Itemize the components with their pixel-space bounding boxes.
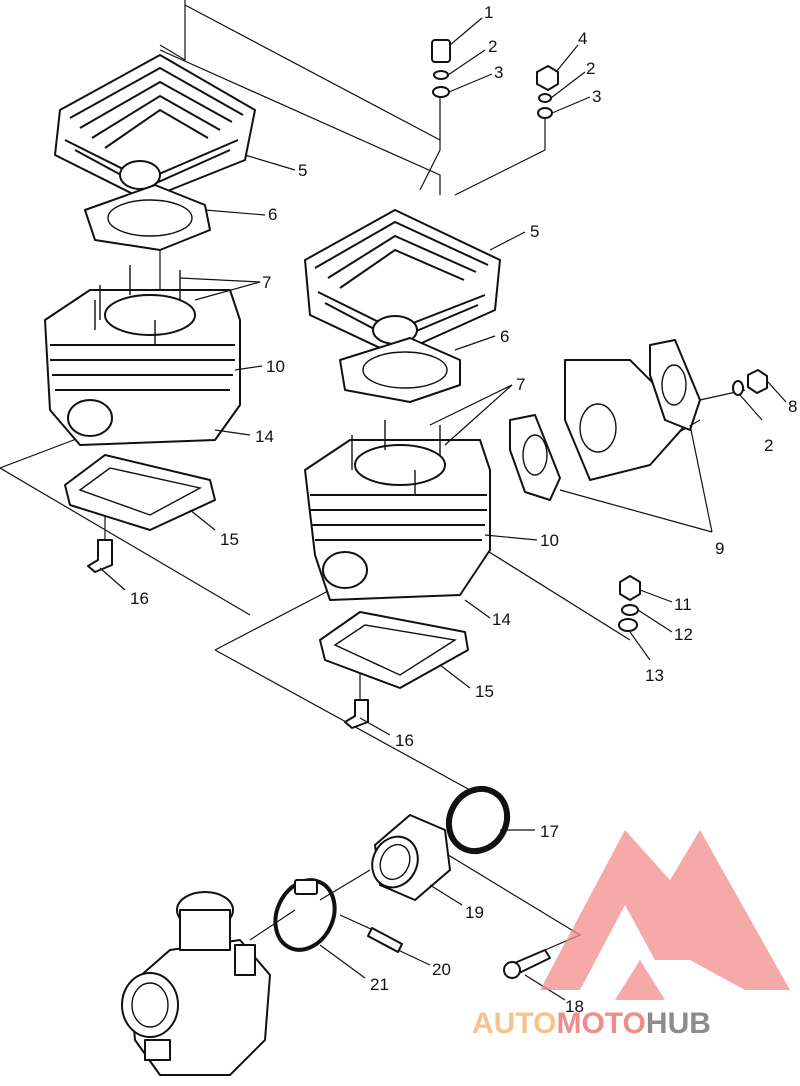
callout-3: 3 <box>494 63 503 82</box>
cylinder-head-rear <box>54 54 256 201</box>
callout-14: 14 <box>255 427 274 446</box>
callout-18: 18 <box>565 997 584 1016</box>
callout-16: 16 <box>395 731 414 750</box>
o-ring <box>445 785 511 855</box>
callout-13: 13 <box>645 666 664 685</box>
callout-21: 21 <box>370 975 389 994</box>
callout-14: 14 <box>492 610 511 629</box>
bolt <box>503 949 551 979</box>
base-gasket-rear <box>64 454 216 531</box>
head-gasket-front <box>339 337 461 403</box>
callout-2: 2 <box>488 37 497 56</box>
hose-clamp <box>273 878 337 952</box>
callout-7: 7 <box>262 273 271 292</box>
watermark-part3: HUB <box>646 1007 711 1040</box>
callout-19: 19 <box>465 903 484 922</box>
watermark-part1: AUTO <box>472 1007 556 1040</box>
callout-20: 20 <box>432 960 451 979</box>
callout-15: 15 <box>220 530 239 549</box>
fitting-front <box>344 699 369 729</box>
callout-2: 2 <box>586 59 595 78</box>
fitting-rear <box>87 539 113 573</box>
carburetor <box>121 891 271 1076</box>
nut-washers-d <box>618 575 641 632</box>
callout-6: 6 <box>500 327 509 346</box>
svg-text:AUTOMOTOHUB: AUTOMOTOHUB <box>472 1007 711 1040</box>
watermark-logo: AUTOMOTOHUB <box>472 830 790 1040</box>
leader-lines <box>99 17 787 1001</box>
callout-2: 2 <box>764 436 773 455</box>
base-gasket-front <box>319 611 469 689</box>
callout-labels: 1 2 3 4 2 3 5 6 7 10 14 15 16 5 6 7 10 1… <box>130 3 797 1016</box>
nut-washers-b <box>536 65 559 119</box>
callout-5: 5 <box>298 161 307 180</box>
nut-spacer-washers-a <box>431 39 451 98</box>
callout-10: 10 <box>540 531 559 550</box>
callout-17: 17 <box>540 822 559 841</box>
intake-boot <box>371 814 451 901</box>
callout-10: 10 <box>266 357 285 376</box>
callout-7: 7 <box>516 375 525 394</box>
cylinder-rear <box>44 265 241 446</box>
callout-12: 12 <box>674 625 693 644</box>
callout-4: 4 <box>578 29 587 48</box>
exhaust-gaskets-bracket <box>509 339 701 501</box>
callout-9: 9 <box>715 539 724 558</box>
callout-11: 11 <box>674 595 692 614</box>
callout-6: 6 <box>268 205 277 224</box>
cylinder-head-front <box>304 209 501 356</box>
callout-5: 5 <box>530 222 539 241</box>
callout-8: 8 <box>788 397 797 416</box>
callout-16: 16 <box>130 589 149 608</box>
screw <box>367 927 403 953</box>
callout-3: 3 <box>592 87 601 106</box>
watermark-part2: MOTO <box>556 1007 645 1040</box>
callout-15: 15 <box>475 682 494 701</box>
nut-washer-c <box>732 369 768 396</box>
cylinder-front <box>304 420 491 601</box>
head-gasket-rear <box>84 184 211 251</box>
callout-1: 1 <box>484 3 493 22</box>
